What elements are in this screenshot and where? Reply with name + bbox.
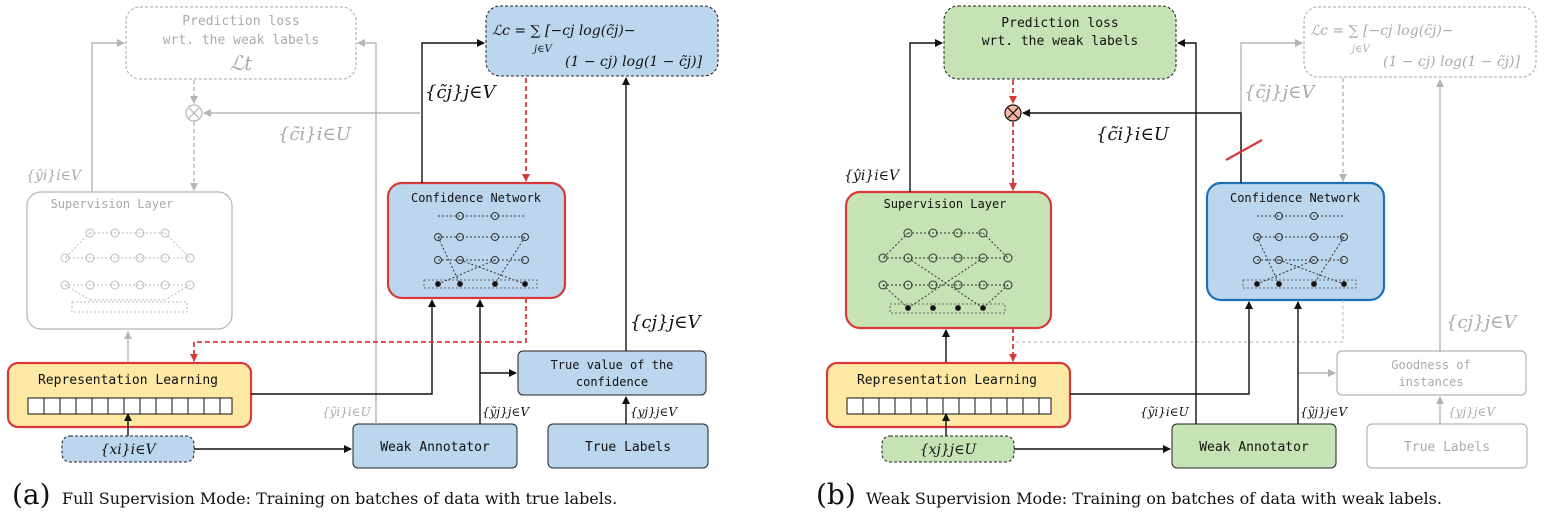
confidence-loss-sub: j∈V — [1350, 44, 1372, 55]
true-labels-box: True Labels — [547, 423, 709, 469]
supervision-layer-label: Supervision Layer — [884, 197, 1007, 211]
goodness-line2: instances — [1398, 375, 1463, 389]
representation-learning-label: Representation Learning — [38, 373, 218, 388]
confidence-network-box: Confidence Network — [386, 181, 567, 300]
prediction-loss-line1: Prediction loss — [182, 14, 299, 29]
edges — [909, 39, 1444, 453]
weak-annotator-label: Weak Annotator — [1199, 440, 1309, 455]
representation-learning-label: Representation Learning — [857, 373, 1037, 388]
yhat-v-label: {ŷi}i∈V — [26, 167, 83, 184]
confidence-loss-line1: ℒc = ∑ [−cj log(c̃j)− — [492, 23, 636, 39]
prediction-loss-box: Prediction loss wrt. the weak labels — [943, 5, 1177, 80]
true-labels-label: True Labels — [585, 440, 671, 455]
supervision-layer-box: Supervision Layer — [844, 190, 1053, 330]
ytilde-v-label: {ỹj}j∈V — [1300, 405, 1348, 419]
y-v-label: {yj}j∈V — [630, 405, 678, 419]
neural-net-icon — [1242, 212, 1357, 289]
neural-net-icon — [423, 212, 538, 289]
feature-vector — [27, 397, 233, 415]
panel-b: Prediction loss wrt. the weak labels ℒc … — [816, 5, 1537, 511]
input-x-box: {xi}i∈V — [61, 435, 195, 463]
c-v-label: {cj}j∈V — [630, 312, 702, 333]
true-value-line1: True value of the — [551, 358, 674, 372]
stop-gradient-slash — [1225, 139, 1263, 161]
prediction-loss-line2: wrt. the weak labels — [982, 34, 1139, 49]
representation-learning-box: Representation Learning — [825, 361, 1072, 429]
confidence-network-box: Confidence Network — [1205, 181, 1386, 302]
true-value-box: True value of the confidence — [517, 350, 707, 396]
weak-annotator-box: Weak Annotator — [352, 423, 518, 469]
supervision-layer-box: Supervision Layer — [26, 191, 233, 330]
confidence-network-label: Confidence Network — [1230, 191, 1361, 205]
confidence-loss-box: ℒc = ∑ [−cj log(c̃j)− j∈V (1 − cj) log(1… — [485, 5, 719, 77]
feature-vector — [846, 397, 1052, 415]
ytilde-u-label: {ỹi}i∈U — [1140, 405, 1190, 419]
edges — [91, 39, 630, 453]
caption-b-letter: (b) — [816, 478, 856, 511]
weak-annotator-label: Weak Annotator — [380, 440, 490, 455]
panel-a: Prediction loss wrt. the weak labels ℒt … — [6, 5, 719, 511]
caption-b-text: Weak Supervision Mode: Training on batch… — [866, 489, 1442, 508]
confidence-loss-box: ℒc = ∑ [−cj log(c̃j)− j∈V (1 − cj) log(1… — [1303, 6, 1537, 78]
weak-annotator-box: Weak Annotator — [1171, 423, 1337, 469]
multiply-node — [1004, 104, 1022, 122]
input-x-box: {xj}j∈U — [881, 435, 1015, 463]
yhat-v-label: {ŷi}i∈V — [844, 167, 901, 184]
caption-a-text: Full Supervision Mode: Training on batch… — [62, 489, 617, 508]
caption-a-letter: (a) — [12, 478, 51, 511]
neural-net-icon — [60, 228, 195, 313]
input-x-label: {xj}j∈U — [920, 442, 978, 458]
representation-learning-box: Representation Learning — [6, 361, 253, 429]
goodness-box: Goodness of instances — [1336, 350, 1527, 396]
confidence-network-label: Confidence Network — [411, 191, 542, 205]
confidence-loss-line2: (1 − cj) log(1 − c̃j)] — [565, 54, 703, 70]
goodness-line1: Goodness of — [1391, 358, 1470, 372]
confidence-loss-line2: (1 − cj) log(1 − c̃j)] — [1383, 54, 1521, 70]
ctilde-v-label: {c̃j}j∈V — [425, 82, 497, 103]
ytilde-v-label: {ỹj}j∈V — [482, 405, 530, 419]
y-v-label: {yj}j∈V — [1448, 405, 1496, 419]
neural-net-icon — [878, 228, 1013, 314]
ctilde-u-label: {c̃i}i∈U — [1096, 124, 1170, 145]
true-value-line2: confidence — [576, 375, 648, 389]
c-v-label: {cj}j∈V — [1446, 312, 1518, 333]
confidence-loss-sub: j∈V — [532, 44, 554, 55]
prediction-loss-line2: wrt. the weak labels — [163, 33, 320, 48]
input-x-label: {xi}i∈V — [100, 442, 157, 458]
multiply-node — [185, 104, 203, 122]
supervision-layer-label: Supervision Layer — [51, 197, 174, 211]
prediction-loss-line1: Prediction loss — [1001, 16, 1118, 31]
true-labels-box: True Labels — [1366, 423, 1528, 469]
prediction-loss-box: Prediction loss wrt. the weak labels ℒt — [125, 6, 357, 80]
true-labels-label: True Labels — [1404, 440, 1490, 455]
confidence-loss-line1: ℒc = ∑ [−cj log(c̃j)− — [1310, 23, 1454, 39]
ctilde-u-label: {c̃i}i∈U — [278, 124, 352, 145]
ytilde-u-label: {ỹi}i∈U — [322, 405, 372, 419]
ctilde-v-label: {c̃j}j∈V — [1244, 82, 1316, 103]
loss-t-symbol: ℒt — [230, 51, 253, 75]
